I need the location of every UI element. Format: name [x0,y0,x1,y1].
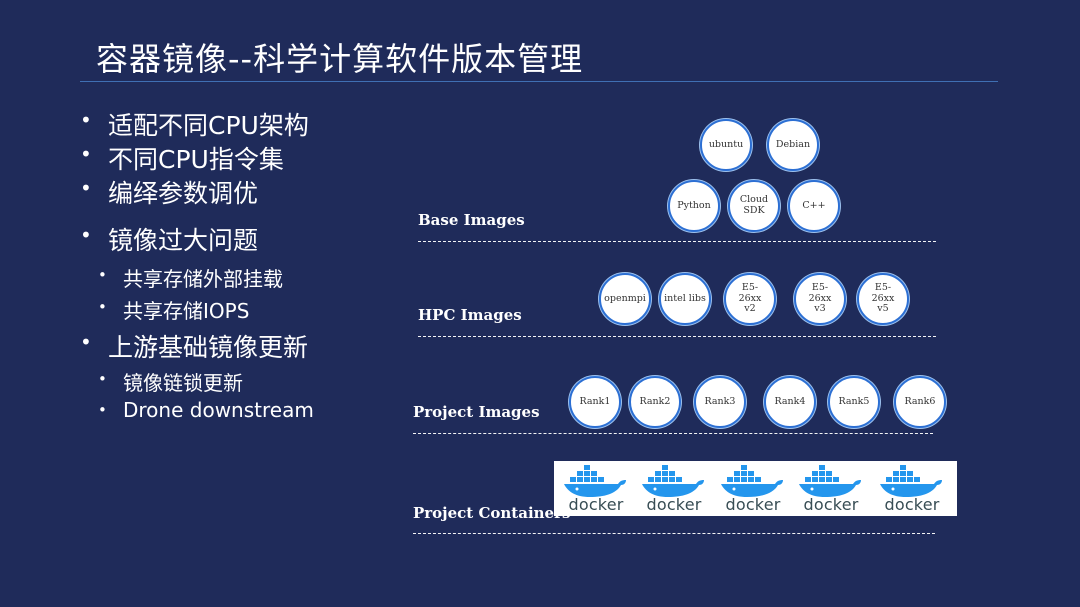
node-rank1: Rank1 [569,376,621,428]
node-cpp: C++ [788,180,840,232]
page-title: 容器镜像--科学计算软件版本管理 [96,40,584,78]
layer-divider [413,433,933,434]
node-cloud-sdk: Cloud SDK [728,180,780,232]
docker-wordmark: docker [803,495,859,514]
docker-logo: docker [638,461,710,516]
node-rank2: Rank2 [629,376,681,428]
node-rank3: Rank3 [694,376,746,428]
node-rank4: Rank4 [764,376,816,428]
layer-divider [418,336,936,337]
docker-wordmark: docker [646,495,702,514]
docker-wordmark: docker [568,495,624,514]
node-e5-26xx-v2: E5-26xx v2 [724,273,776,325]
docker-logo: docker [560,461,632,516]
docker-whale-icon [642,465,704,497]
docker-wordmark: docker [725,495,781,514]
docker-whale-icon [721,465,783,497]
docker-whale-icon [799,465,861,497]
layer-label-hpc-images: HPC Images [418,306,522,324]
node-ubuntu: ubuntu [700,119,752,171]
docker-wordmark: docker [884,495,940,514]
node-python: Python [668,180,720,232]
docker-whale-icon [564,465,626,497]
layer-label-base-images: Base Images [418,211,525,229]
bullet-list: •适配不同CPU架构 •不同CPU指令集 •编绎参数调优 •镜像过大问题 •共享… [80,108,314,422]
layer-divider [413,533,935,534]
docker-logo: docker [717,461,789,516]
node-rank5: Rank5 [828,376,880,428]
node-openmpi: openmpi [599,273,651,325]
docker-logo: docker [876,461,948,516]
layer-label-project-images: Project Images [413,403,540,421]
node-intel-libs: intel libs [659,273,711,325]
layer-label-project-containers: Project Containers [413,504,571,522]
title-underline [80,81,998,82]
docker-containers-panel: docker docker docker [554,461,957,516]
node-rank6: Rank6 [894,376,946,428]
node-e5-26xx-v5: E5-26xx v5 [857,273,909,325]
docker-whale-icon [880,465,942,497]
layer-divider [418,241,936,242]
docker-logo: docker [795,461,867,516]
node-debian: Debian [767,119,819,171]
node-e5-26xx-v3: E5-26xx v3 [794,273,846,325]
